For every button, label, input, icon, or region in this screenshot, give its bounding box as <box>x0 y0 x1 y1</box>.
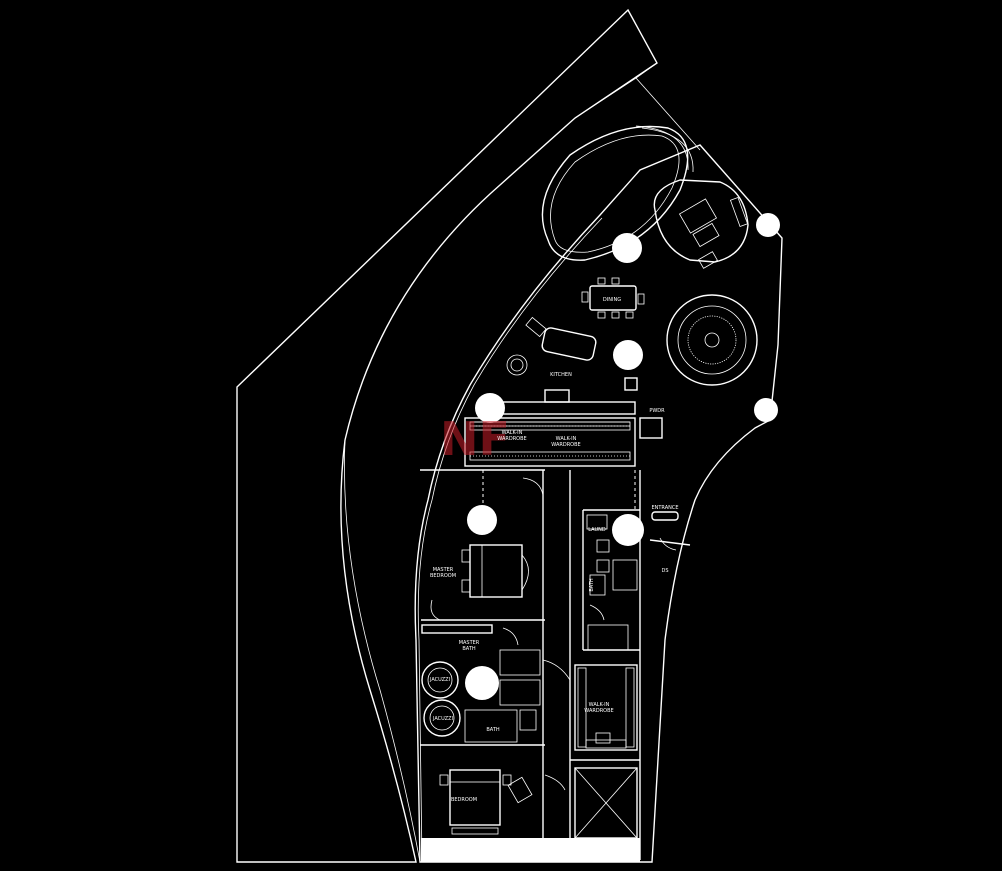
label-master-bath-line2: BATH <box>462 646 476 652</box>
label-wardrobe-3-line2: WARDROBE <box>584 708 613 714</box>
watermark: NF <box>440 412 510 466</box>
bottom-terrace <box>421 838 640 862</box>
site-boundary <box>236 8 658 863</box>
bedroom-bed <box>439 769 533 835</box>
room-labels: DINING KITCHEN PWDR WALK-IN WARDROBE WAL… <box>429 297 679 803</box>
wardrobe-right <box>574 664 638 751</box>
label-wardrobe-2-line2: WARDROBE <box>551 442 580 448</box>
entrance-box <box>651 511 679 521</box>
service-fixtures <box>586 514 638 651</box>
label-jacuzzi-1: JACUZZI <box>429 677 450 683</box>
label-bedroom: BEDROOM <box>451 797 477 803</box>
master-bath-fixtures <box>421 624 541 743</box>
dining-table <box>581 277 645 319</box>
label-dining: DINING <box>603 297 621 303</box>
column-markers <box>465 213 780 700</box>
door-swings <box>430 477 677 791</box>
lounge-furniture <box>653 179 749 269</box>
wardrobe-top <box>464 417 636 467</box>
label-bath-small: BATH <box>589 578 595 592</box>
round-sofa <box>666 294 758 386</box>
label-pwdr: PWDR <box>649 408 665 414</box>
lift-shaft <box>574 767 638 839</box>
apartment-outline <box>414 62 783 863</box>
master-bed <box>461 544 529 598</box>
label-wardrobe-1-line1: WALK-IN <box>502 430 523 436</box>
label-jacuzzi-2: JACUZZI <box>432 716 453 722</box>
label-wardrobe-1-line2: WARDROBE <box>497 436 526 442</box>
label-master-bedroom-line2: BEDROOM <box>430 573 456 579</box>
swimming-pool <box>541 125 694 261</box>
label-wardrobe-3-line1: WALK-IN <box>589 702 610 708</box>
label-wardrobe-2-line1: WALK-IN <box>556 436 577 442</box>
label-entrance: ENTRANCE <box>651 505 678 511</box>
label-bath: BATH <box>486 727 500 733</box>
label-kitchen: KITCHEN <box>550 372 572 378</box>
label-master-bath-line1: MASTER <box>459 640 480 646</box>
label-master-bedroom-line1: MASTER <box>433 567 454 573</box>
label-laundry: LAUND <box>588 527 606 533</box>
label-ds: DS <box>661 568 668 574</box>
